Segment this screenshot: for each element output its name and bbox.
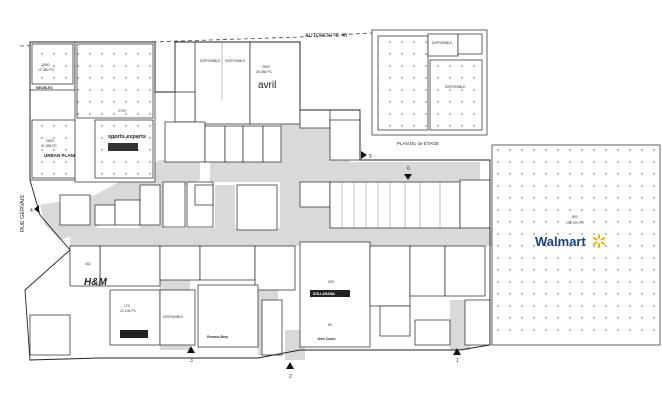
entrance-2-icon bbox=[286, 362, 294, 369]
mall-outline bbox=[24, 41, 491, 361]
autoroute-label: AUTOROUTE 40 bbox=[305, 33, 347, 39]
left-wing: 2500 12 360 PC MEUBLES 2600 31 555 PC UR… bbox=[29, 41, 278, 231]
svg-text:50: 50 bbox=[328, 323, 332, 327]
rue-gervais-label: RUE GERVAIS bbox=[20, 195, 26, 232]
entrance-5-icon bbox=[361, 151, 367, 159]
svg-text:PLAN DU 2e ÉTAGE: PLAN DU 2e ÉTAGE bbox=[397, 140, 439, 146]
renaud-bray-label: Renaud-Bray bbox=[207, 335, 228, 339]
walmart-logo-text: Walmart bbox=[535, 234, 586, 249]
svg-text:DISPONIBLE: DISPONIBLE bbox=[200, 59, 221, 63]
svg-text:2500: 2500 bbox=[42, 63, 50, 67]
sports-experts-label: sports experts bbox=[108, 134, 146, 140]
svg-text:4: 4 bbox=[30, 208, 33, 214]
svg-text:31 555 PC: 31 555 PC bbox=[41, 144, 58, 148]
svg-text:2700: 2700 bbox=[118, 109, 126, 113]
svg-text:DISPONIBLE: DISPONIBLE bbox=[432, 41, 453, 45]
entrance-6-icon bbox=[404, 174, 412, 180]
svg-text:2: 2 bbox=[289, 374, 292, 380]
svg-text:DISPONIBLE: DISPONIBLE bbox=[225, 59, 246, 63]
svg-text:182: 182 bbox=[85, 262, 91, 266]
hm-label: H&M bbox=[84, 277, 107, 288]
dollarama-label: DOLLARAMA bbox=[313, 292, 335, 296]
svg-text:DISPONIBLE: DISPONIBLE bbox=[163, 315, 184, 319]
svg-text:1: 1 bbox=[456, 358, 459, 364]
svg-text:5: 5 bbox=[369, 154, 372, 160]
center-stores: 182 H&M 170 12 104 PC DISPONIBLE Renaud-… bbox=[29, 179, 491, 356]
walmart-spark-icon bbox=[592, 234, 606, 248]
svg-text:6: 6 bbox=[407, 166, 410, 172]
svg-text:3: 3 bbox=[190, 358, 193, 364]
svg-text:DISPONIBLE: DISPONIBLE bbox=[445, 85, 466, 89]
svg-text:170: 170 bbox=[124, 304, 130, 308]
svg-text:12 360 PC: 12 360 PC bbox=[38, 68, 55, 72]
svg-text:800: 800 bbox=[572, 215, 578, 219]
svg-text:925: 925 bbox=[328, 280, 334, 284]
svg-text:2900: 2900 bbox=[262, 65, 270, 69]
jean-coutu-label: Jean Coutu bbox=[317, 337, 335, 341]
urban-planet-label: URBAN PLANET bbox=[44, 153, 80, 158]
svg-text:26 386 PC: 26 386 PC bbox=[256, 70, 273, 74]
top-center: DISPONIBLE DISPONIBLE 2900 26 386 PC avr… bbox=[164, 41, 361, 208]
entrance-markers: 1 2 3 4 5 6 bbox=[30, 151, 461, 380]
entrance-4-icon bbox=[34, 205, 39, 213]
upper-level-plan: DISPONIBLE DISPONIBLE PLAN DU 2e ÉTAGE bbox=[371, 29, 488, 146]
svg-text:2600: 2600 bbox=[46, 139, 54, 143]
entrance-3-icon bbox=[187, 346, 195, 353]
walmart-store: 800 126 370 PC Walmart bbox=[491, 144, 661, 346]
svg-text:126 370 PC: 126 370 PC bbox=[566, 221, 584, 225]
svg-text:MEUBLES: MEUBLES bbox=[36, 86, 53, 90]
avril-label: avril bbox=[258, 80, 276, 91]
svg-text:12 104 PC: 12 104 PC bbox=[120, 309, 137, 313]
entrance-1-icon bbox=[453, 348, 461, 355]
